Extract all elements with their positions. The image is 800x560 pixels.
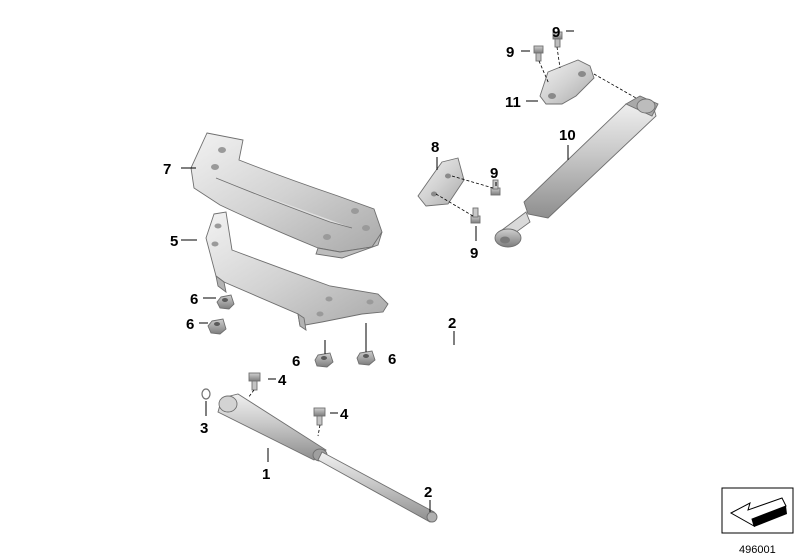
gas-strut-part-10: [494, 95, 659, 248]
bracket-part-5: [205, 211, 389, 331]
bolt-part-9-upper-1: [552, 31, 563, 48]
tube-part-1: [217, 393, 328, 462]
document-badge: 496001: [721, 487, 794, 556]
callout-9-a: 9: [552, 24, 560, 41]
bolt-part-9-low: [470, 207, 481, 224]
bracket-part-7: [190, 132, 383, 259]
callout-7: 7: [163, 161, 171, 178]
callout-9-b: 9: [506, 44, 514, 61]
screw-part-4-a: [248, 372, 261, 391]
callout-6-b: 6: [186, 316, 194, 333]
document-number: 496001: [739, 544, 776, 556]
callout-6-c: 6: [292, 353, 300, 370]
callout-6-a: 6: [190, 291, 198, 308]
mount-plate-part-8: [417, 157, 465, 207]
callout-10: 10: [559, 127, 576, 144]
hinge-bracket-part-11: [539, 59, 595, 105]
bolt-part-9-upper-2: [533, 45, 544, 62]
leader-lines: [181, 30, 574, 512]
callout-labels: 7 5 6 6 6 6 2 4 4 3 1 2 8 9 9 9 9 11 10: [163, 24, 576, 501]
callout-9-c: 9: [490, 165, 498, 182]
screw-part-4-b: [313, 407, 326, 426]
direction-arrow-icon: [729, 497, 787, 528]
callout-2-a: 2: [448, 315, 456, 332]
nut-part-6-a: [216, 294, 235, 310]
callout-9-d: 9: [470, 245, 478, 262]
callout-6-d: 6: [388, 351, 396, 368]
clip-part-3: [201, 388, 211, 400]
nut-part-6-c: [314, 352, 334, 368]
rod-part-2: [317, 451, 438, 523]
callout-8: 8: [431, 139, 439, 156]
callout-1: 1: [262, 466, 270, 483]
nut-part-6-b: [207, 318, 227, 335]
nut-part-6-d: [356, 350, 376, 366]
callout-2-b: 2: [424, 484, 432, 501]
callout-11: 11: [505, 94, 521, 111]
callout-4-b: 4: [340, 406, 349, 423]
callout-3: 3: [200, 420, 208, 437]
callout-4-a: 4: [278, 372, 287, 389]
callout-5: 5: [170, 233, 178, 250]
